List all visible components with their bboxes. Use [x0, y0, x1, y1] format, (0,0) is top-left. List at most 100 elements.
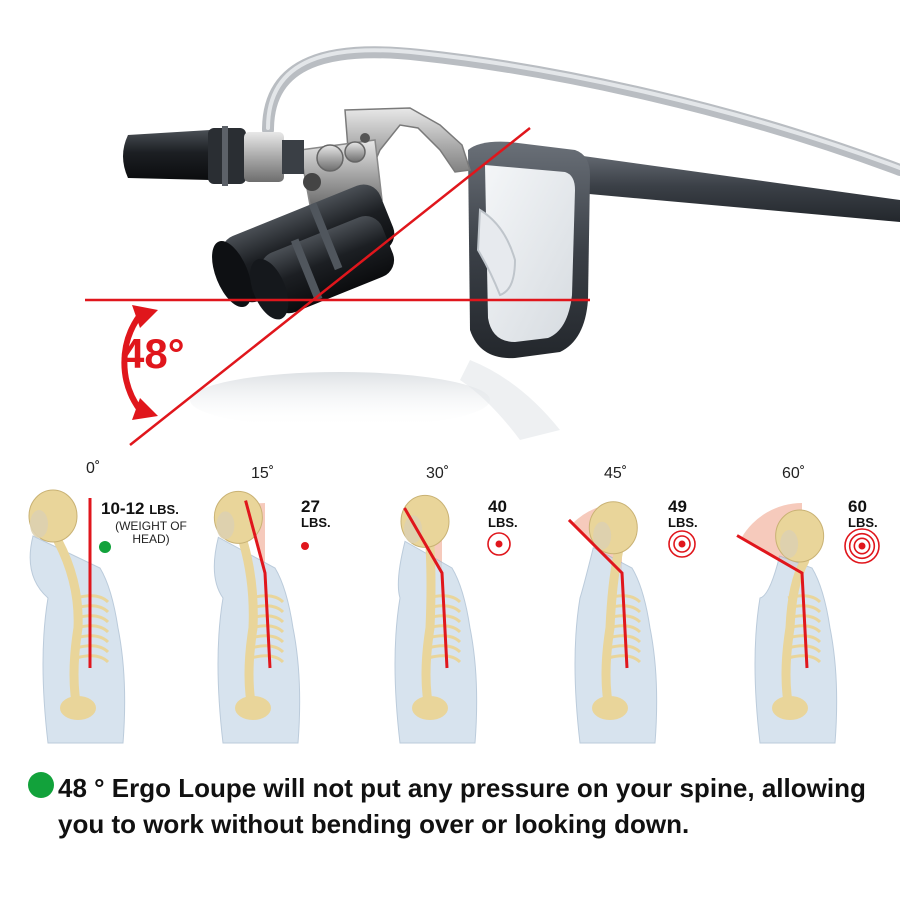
frame-reflection — [460, 360, 560, 440]
rib — [787, 624, 822, 634]
pelvis — [772, 696, 808, 720]
rib — [75, 624, 110, 634]
rib — [250, 624, 285, 634]
weight-number: 27 — [301, 497, 320, 516]
posture-figure — [567, 501, 658, 744]
degree-label: 0˚ — [86, 460, 101, 477]
pressure-target-icon — [487, 532, 511, 556]
rib — [787, 614, 822, 624]
weight-unit: LBS. — [488, 515, 518, 530]
weight-unit: LBS. — [848, 515, 878, 530]
loupe-glasses-image — [85, 46, 900, 446]
rib — [427, 634, 462, 644]
face — [30, 510, 48, 538]
posture-figure — [213, 490, 301, 744]
rib — [787, 634, 822, 644]
caption-text: 48 ° Ergo Loupe will not put any pressur… — [58, 773, 866, 839]
body-silhouette — [213, 536, 301, 744]
rib — [607, 634, 642, 644]
glasses-lens — [485, 165, 575, 342]
pelvis — [235, 696, 271, 720]
angle-arc-arrow — [121, 313, 143, 412]
rib — [607, 614, 642, 624]
rib — [607, 624, 642, 634]
loupe-barrels — [212, 184, 395, 320]
face — [593, 521, 612, 550]
arrowhead-icon — [132, 305, 158, 328]
pelvis — [412, 696, 448, 720]
weight-number: 49 — [668, 497, 687, 516]
pressure-target-icon — [844, 528, 880, 564]
green-dot-icon — [28, 772, 54, 798]
weight-unit: LBS. — [149, 502, 179, 517]
rib — [250, 614, 285, 624]
posture-panel: 0˚10-12 LBS.(WEIGHT OF HEAD) — [8, 458, 187, 748]
rib — [250, 594, 285, 604]
degree-label: 60˚ — [782, 465, 806, 482]
rib — [427, 624, 462, 634]
pelvis — [592, 696, 628, 720]
degree-label: 45˚ — [604, 465, 628, 482]
nose-pad — [476, 208, 517, 297]
angle-value-label: 48° — [121, 330, 185, 377]
body-silhouette — [394, 540, 478, 744]
posture-figure — [394, 494, 478, 744]
hero-loupe-illustration: 48° — [85, 46, 900, 446]
weight-number: 40 — [488, 497, 507, 516]
weight-label: 10-12 LBS. — [101, 500, 179, 518]
posture-line — [736, 534, 809, 669]
rib — [607, 604, 642, 614]
pressure-target-icon — [668, 530, 696, 558]
table-reflection — [190, 372, 490, 428]
weight-number: 60 — [848, 497, 867, 516]
rib — [75, 614, 110, 624]
rib — [787, 604, 822, 614]
temple-arm — [540, 150, 900, 222]
posture-line — [403, 507, 449, 669]
rib — [427, 614, 462, 624]
rib — [75, 634, 110, 644]
face — [780, 530, 799, 558]
rib — [75, 594, 110, 604]
degree-label: 30˚ — [426, 465, 450, 482]
rib — [75, 654, 110, 664]
degree-label: 15˚ — [251, 465, 275, 482]
body-silhouette — [754, 555, 838, 744]
adjust-knob — [344, 141, 366, 163]
arrowhead-icon — [132, 398, 158, 420]
posture-figure — [736, 503, 838, 744]
rib — [427, 594, 462, 604]
rib — [250, 634, 285, 644]
led-headlight — [123, 130, 210, 180]
declination-angle-line — [129, 127, 531, 446]
weight-unit: LBS. — [301, 515, 331, 530]
red-dot-icon — [301, 542, 309, 550]
rib — [607, 594, 642, 604]
weight-note: (WEIGHT OF HEAD) — [115, 519, 187, 547]
face — [216, 511, 235, 540]
weight-number: 10-12 — [101, 499, 150, 518]
posture-line — [244, 500, 272, 669]
face — [404, 515, 422, 544]
weight-unit: LBS. — [668, 515, 698, 530]
green-dot-icon — [99, 541, 111, 553]
rib — [787, 594, 822, 604]
adjust-knob — [316, 144, 344, 172]
spine — [421, 541, 436, 718]
rib — [250, 604, 285, 614]
pelvis — [60, 696, 96, 720]
posture-line — [567, 518, 629, 669]
rib — [75, 644, 110, 654]
rib — [427, 604, 462, 614]
rib — [75, 604, 110, 614]
posture-figure — [28, 489, 126, 744]
